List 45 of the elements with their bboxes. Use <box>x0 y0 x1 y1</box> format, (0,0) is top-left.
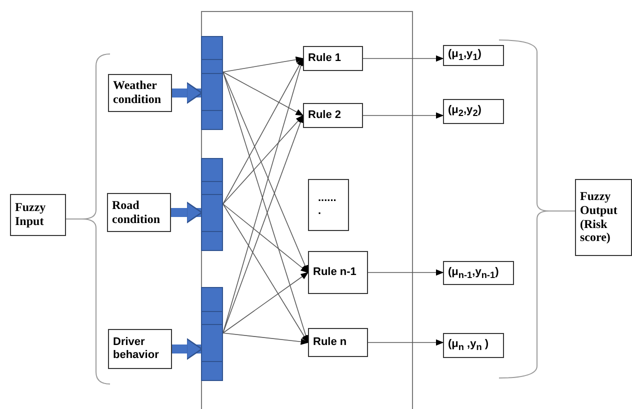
node-label: (μ$_{1}$,y$_{1}$) <box>447 48 482 63</box>
arrow <box>368 269 444 276</box>
text-box <box>308 251 368 294</box>
text-box <box>575 179 632 256</box>
text-box <box>108 329 172 369</box>
text-box <box>443 333 504 358</box>
arrow <box>222 72 308 274</box>
node-label: Rule n <box>312 336 348 349</box>
node-label: ...... . <box>317 192 338 218</box>
text-box <box>10 194 66 236</box>
node-label: (μ$_{2}$,y$_{2}$) <box>447 104 482 119</box>
text-box <box>308 328 368 357</box>
arrow <box>222 58 304 204</box>
arrow <box>362 55 444 62</box>
arrow <box>222 114 304 204</box>
node-label: Weather condition <box>112 79 162 107</box>
arrow <box>222 272 309 334</box>
text-box <box>303 103 363 128</box>
arrow <box>222 72 304 116</box>
text-box <box>443 45 504 66</box>
node-label: Driver behavior <box>112 336 160 362</box>
text-box <box>443 261 514 285</box>
node-label: Fuzzy Output (Risk score) <box>579 190 618 246</box>
node-label: Rule 1 <box>307 52 342 65</box>
membership-bar <box>201 36 223 130</box>
node-label: Road condition <box>111 198 162 226</box>
text-box <box>303 46 363 71</box>
arrow <box>222 204 308 344</box>
node-label: Fuzzy Input <box>14 201 47 229</box>
arrow <box>222 114 304 334</box>
node-label: (μ$_{n}$ ,y$_{n}$ ) <box>447 338 490 353</box>
text-box <box>108 74 172 112</box>
arrow <box>222 204 309 273</box>
node-label: Rule n-1 <box>312 266 358 279</box>
arrow <box>222 332 309 345</box>
membership-bar <box>201 158 223 251</box>
membership-bar <box>201 287 223 381</box>
text-box <box>443 99 504 124</box>
arrow <box>362 112 444 119</box>
arrow <box>222 56 304 72</box>
node-label: Rule 2 <box>307 109 342 122</box>
node-label: (μ$_{n-1}$,y$_{n-1}$) <box>447 266 500 280</box>
text-box <box>107 193 171 232</box>
arrow <box>368 339 444 346</box>
text-box <box>308 179 349 231</box>
